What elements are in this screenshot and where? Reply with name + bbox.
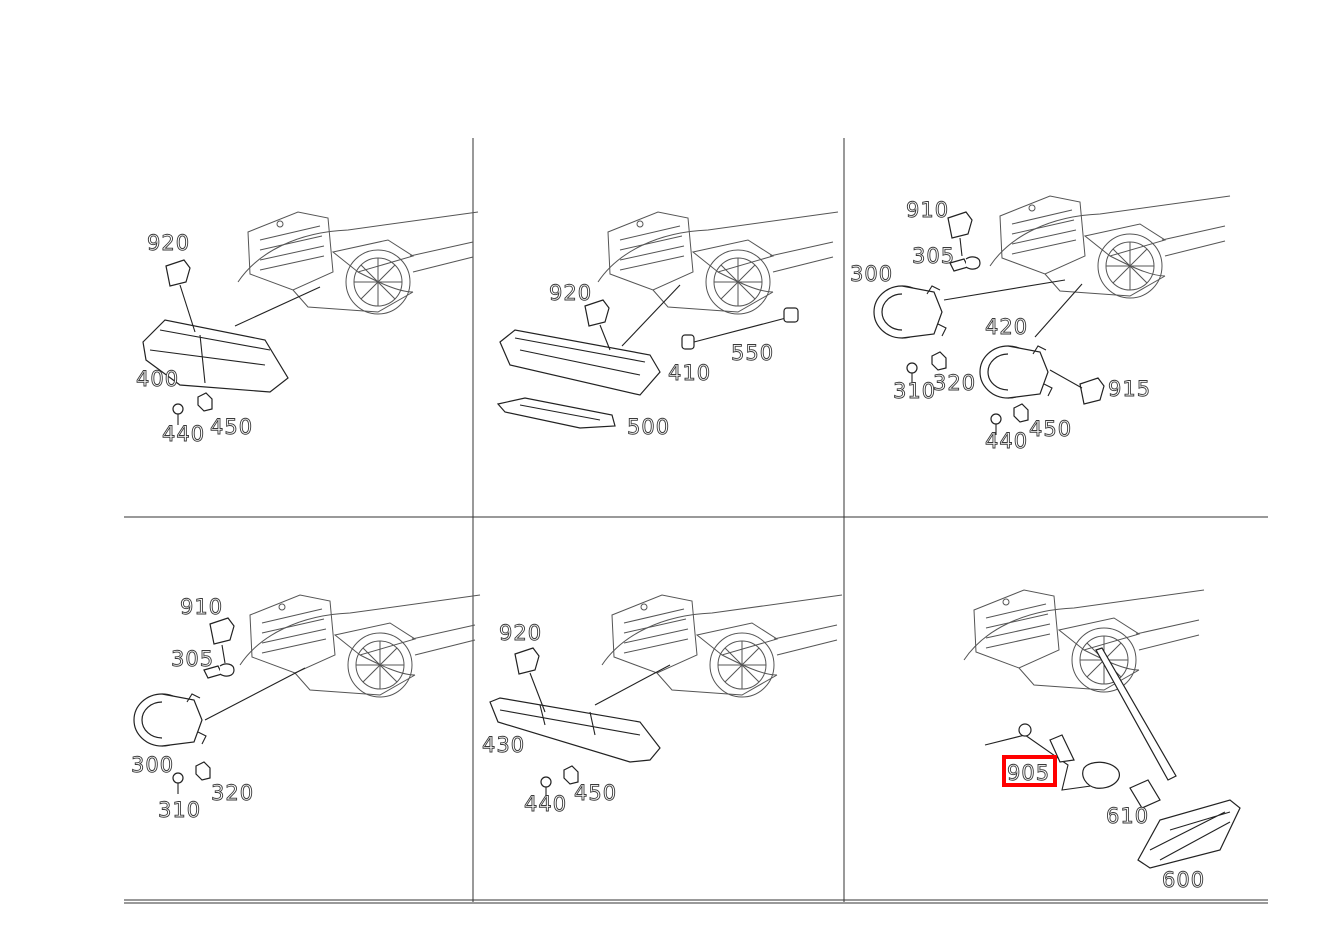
panel-2: 920 410 550 500 — [496, 211, 839, 440]
drl-strip-part[interactable] — [499, 329, 661, 396]
callout-440[interactable]: 440 — [524, 792, 567, 817]
panel-1: 920 400 440 450 — [136, 211, 479, 447]
callout-410[interactable]: 410 — [668, 361, 711, 386]
callout-550[interactable]: 550 — [731, 341, 774, 366]
callout-430[interactable]: 430 — [482, 733, 525, 758]
callout-310[interactable]: 310 — [893, 379, 936, 404]
callout-440[interactable]: 440 — [985, 429, 1028, 454]
washer-nozzle-arm[interactable] — [1095, 647, 1177, 781]
callout-300[interactable]: 300 — [131, 753, 174, 778]
panel-5: 920 430 440 450 — [482, 594, 843, 817]
callout-920[interactable]: 920 — [549, 281, 592, 306]
headlamp-lens-part[interactable] — [1137, 799, 1241, 869]
highlight-box — [1002, 755, 1057, 787]
callout-915[interactable]: 915 — [1108, 377, 1151, 402]
side-lamp-part[interactable] — [489, 697, 661, 763]
bulb-socket-part[interactable] — [1018, 723, 1161, 809]
panel-3: 910 305 300 420 310 320 915 440 450 — [850, 195, 1231, 454]
callout-905[interactable]: 905 — [1007, 761, 1050, 786]
callout-450[interactable]: 450 — [210, 415, 253, 440]
callout-310[interactable]: 310 — [158, 798, 201, 823]
callout-910[interactable]: 910 — [906, 198, 949, 223]
fog-lamp-part[interactable] — [133, 693, 207, 747]
callout-400[interactable]: 400 — [136, 367, 179, 392]
callout-450[interactable]: 450 — [1029, 417, 1072, 442]
headlamp-part[interactable] — [142, 319, 289, 393]
cover-strip-part[interactable] — [496, 397, 616, 429]
callout-450[interactable]: 450 — [574, 781, 617, 806]
callout-440[interactable]: 440 — [162, 422, 205, 447]
panel-grid — [124, 138, 1268, 904]
callout-600[interactable]: 600 — [1162, 868, 1205, 893]
callout-305[interactable]: 305 — [171, 647, 214, 672]
callout-305[interactable]: 305 — [912, 244, 955, 269]
callout-420[interactable]: 420 — [985, 315, 1028, 340]
callout-920[interactable]: 920 — [499, 621, 542, 646]
callout-500[interactable]: 500 — [627, 415, 670, 440]
panel-4: 910 305 300 320 310 — [131, 594, 481, 823]
panel-6: 905 610 600 — [963, 589, 1241, 893]
callout-920[interactable]: 920 — [147, 231, 190, 256]
callout-320[interactable]: 320 — [211, 781, 254, 806]
fog-lamp-2-part[interactable] — [979, 345, 1053, 399]
callout-300[interactable]: 300 — [850, 262, 893, 287]
cable-part[interactable] — [681, 307, 799, 350]
callout-320[interactable]: 320 — [933, 371, 976, 396]
fog-lamp-part[interactable] — [873, 285, 947, 339]
callout-610[interactable]: 610 — [1106, 804, 1149, 829]
callout-910[interactable]: 910 — [180, 595, 223, 620]
